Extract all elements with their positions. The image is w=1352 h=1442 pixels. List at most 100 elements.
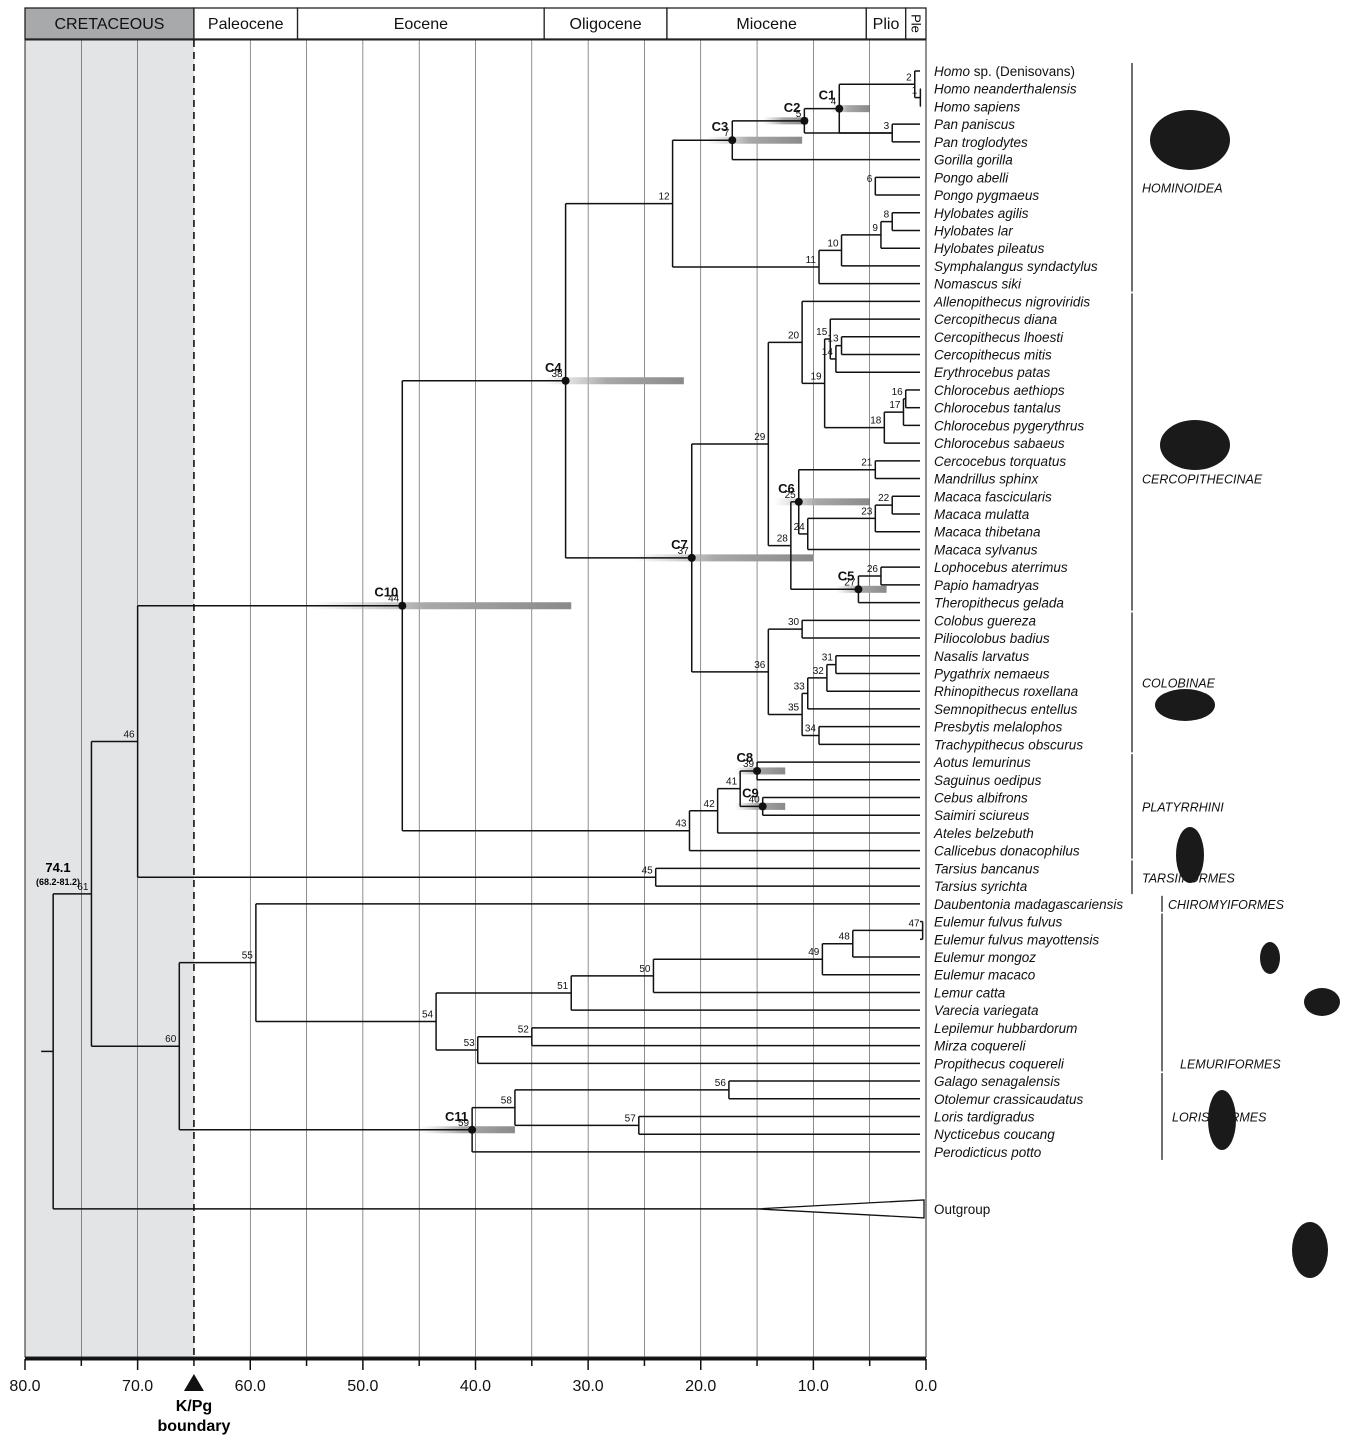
root-age: 74.1 [45,860,70,875]
calibration-label: C3 [712,119,729,134]
taxon-label: Symphalangus syndactylus [934,259,1098,274]
epoch-label: Plio [873,16,900,33]
node-number: 8 [884,210,890,221]
taxon-label: Perodicticus potto [934,1145,1042,1160]
taxon-label: Callicebus donacophilus [934,844,1080,859]
node-number: 2 [906,72,912,83]
calibration-label: C5 [838,568,855,583]
node-number: 22 [878,493,890,504]
node-number: 19 [811,371,823,382]
tick-label: 30.0 [573,1378,604,1395]
boundary-marker [184,1374,204,1391]
aye-aye-silhouette [1304,988,1340,1016]
taxon-label: Nycticebus coucang [934,1127,1055,1142]
node-number: 11 [806,255,817,266]
tick-label: 80.0 [9,1378,40,1395]
node-number: 3 [884,121,890,132]
taxon-label: Pongo pygmaeus [934,188,1039,203]
taxon-label: Hylobates lar [934,223,1013,238]
taxon-label: Pan troglodytes [934,135,1028,150]
node-number: 13 [827,334,839,345]
node-number: 54 [422,1010,434,1021]
platyrrhine-silhouette [1176,827,1204,883]
calibration-label: C2 [784,100,801,115]
node-number: 16 [892,387,904,398]
cretaceous-shade [25,40,194,1357]
taxon-label: Galago senagalensis [934,1074,1060,1089]
epoch-label: Paleocene [208,16,284,33]
node-number: 43 [675,819,687,830]
calibration-label: C1 [819,88,836,103]
node-number: 32 [813,666,825,677]
taxon-label: Ateles belzebuth [933,826,1034,841]
node-number: 49 [808,947,820,958]
node-number: 46 [124,730,136,741]
taxon-label: Hylobates pileatus [934,241,1045,256]
cercopithecine-silhouette [1160,420,1230,470]
taxon-label: Macaca sylvanus [934,542,1038,557]
node-number: 47 [908,918,920,929]
node-number: 17 [889,400,901,411]
node-number: 20 [788,330,800,341]
node-number: 36 [754,660,766,671]
boundary-label: K/Pg [176,1398,212,1415]
colobine-silhouette [1155,689,1215,721]
lemur-silhouette [1208,1090,1236,1150]
taxon-label: Propithecus coquereli [934,1056,1065,1071]
node-number: 9 [872,223,878,234]
node-number: 50 [639,964,651,975]
taxon-label: Papio hamadryas [934,578,1039,593]
taxon-label: Rhinopithecus roxellana [934,684,1079,699]
taxon-label: Loris tardigradus [934,1109,1035,1124]
epoch-label: CRETACEOUS [55,16,165,33]
taxon-label: Lophocebus aterrimus [934,560,1068,575]
calibration-label: C11 [445,1109,468,1124]
taxon-label: Erythrocebus patas [934,365,1051,380]
taxon-label: Eulemur fulvus mayottensis [934,932,1099,947]
taxon-label: Tarsius syrichta [934,879,1028,894]
taxon-label: Homo sp. (Denisovans) [934,64,1075,79]
taxon-label: Cercopithecus lhoesti [934,330,1064,345]
taxon-label: Eulemur fulvus fulvus [934,915,1063,930]
epoch-label: Ple [908,14,923,33]
node-number: 45 [642,865,654,876]
tick-label: 50.0 [347,1378,378,1395]
node-number: 34 [805,724,817,735]
node-number: 15 [816,327,828,338]
taxon-label: Colobus guereza [934,613,1037,628]
node-number: 33 [794,681,806,692]
taxon-label: Daubentonia madagascariensis [934,897,1123,912]
tick-label: 10.0 [798,1378,829,1395]
taxon-label: Cercopithecus mitis [934,348,1052,363]
taxon-label: Macaca mulatta [934,507,1030,522]
node-number: 31 [822,653,834,664]
node-number: 41 [726,777,738,788]
taxon-label: Chlorocebus sabaeus [934,436,1065,451]
clade-label: HOMINOIDEA [1142,181,1223,195]
taxon-label: Piliocolobus badius [934,631,1050,646]
node-number: 14 [822,347,834,358]
taxon-label: Pan paniscus [934,117,1015,132]
node-number: 55 [242,951,254,962]
taxon-label: Chlorocebus pygerythrus [934,418,1084,433]
node-number: 56 [715,1078,727,1089]
node-number: 24 [794,522,806,533]
node-number: 30 [788,617,800,628]
taxon-label: Tarsius bancanus [934,861,1040,876]
calibration-label: C6 [778,481,795,496]
taxon-label: Macaca thibetana [934,525,1041,540]
calibration-label: C8 [736,750,753,765]
taxon-label: Nasalis larvatus [934,649,1030,664]
calibration-label: C10 [374,585,398,600]
calibration-label: C9 [742,785,759,800]
taxon-label: Saimiri sciureus [934,808,1030,823]
node-number: 52 [518,1025,530,1036]
tick-label: 20.0 [685,1378,716,1395]
taxon-label: Lemur catta [934,985,1006,1000]
taxon-label: Homo neanderthalensis [934,82,1077,97]
tick-label: 70.0 [122,1378,153,1395]
node-number: 1 [912,86,918,97]
taxon-label: Trachypithecus obscurus [934,737,1083,752]
epoch-label: Eocene [394,16,448,33]
taxon-label: Cebus albifrons [934,791,1028,806]
